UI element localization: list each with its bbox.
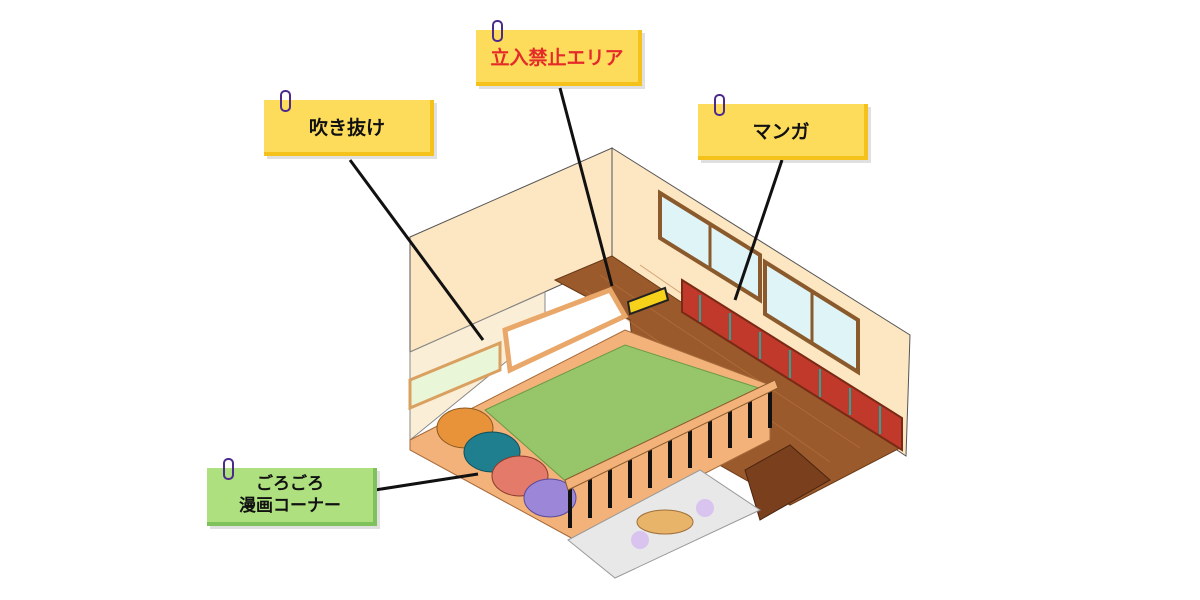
front-railing (568, 385, 772, 528)
manga-bookshelf (681, 278, 903, 452)
paperclip-icon (714, 94, 725, 116)
leader-manga (733, 159, 784, 301)
cushion-purple (523, 478, 577, 518)
paperclip-icon (492, 20, 503, 42)
leader-restricted (558, 87, 614, 287)
barrier (626, 286, 670, 316)
paperclip-icon (223, 458, 234, 480)
atrium-opening (502, 286, 629, 374)
label-manga: マンガ (698, 94, 868, 160)
stairs (744, 444, 831, 521)
table (636, 509, 694, 535)
atrium-railing (408, 340, 502, 411)
label-manga-corner: ごろごろ 漫画コーナー (207, 458, 377, 526)
label-atrium: 吹き抜け (264, 90, 434, 156)
label-restricted: 立入禁止エリア (476, 20, 642, 86)
leader-atrium (348, 159, 485, 341)
paperclip-icon (280, 90, 291, 112)
leader-corner (374, 472, 479, 492)
